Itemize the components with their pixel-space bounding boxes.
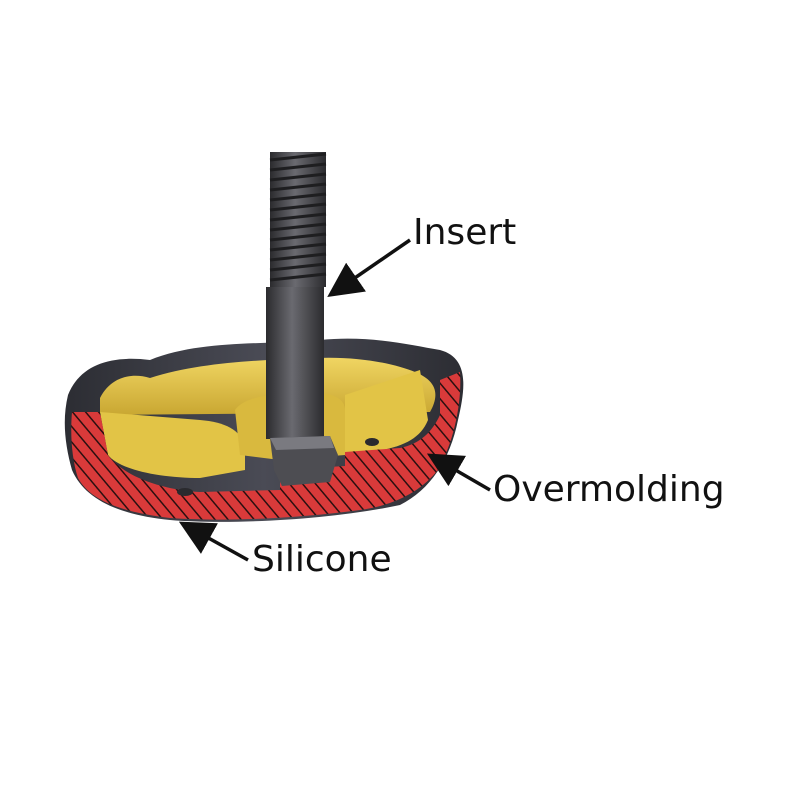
insert-bolt — [266, 152, 338, 486]
insert-label: Insert — [413, 212, 517, 253]
overmolding-arrow — [426, 453, 491, 492]
insert-arrow — [327, 238, 411, 297]
silicone-label: Silicone — [252, 539, 392, 580]
overmolding-label: Overmolding — [493, 469, 725, 510]
vent-hole-left — [177, 488, 193, 496]
vent-hole-right — [365, 438, 379, 446]
overmolding-wall-right — [345, 370, 428, 452]
overmolding-wall-left — [100, 412, 245, 478]
silicone-arrow — [178, 521, 249, 562]
silicone-section — [71, 372, 461, 520]
